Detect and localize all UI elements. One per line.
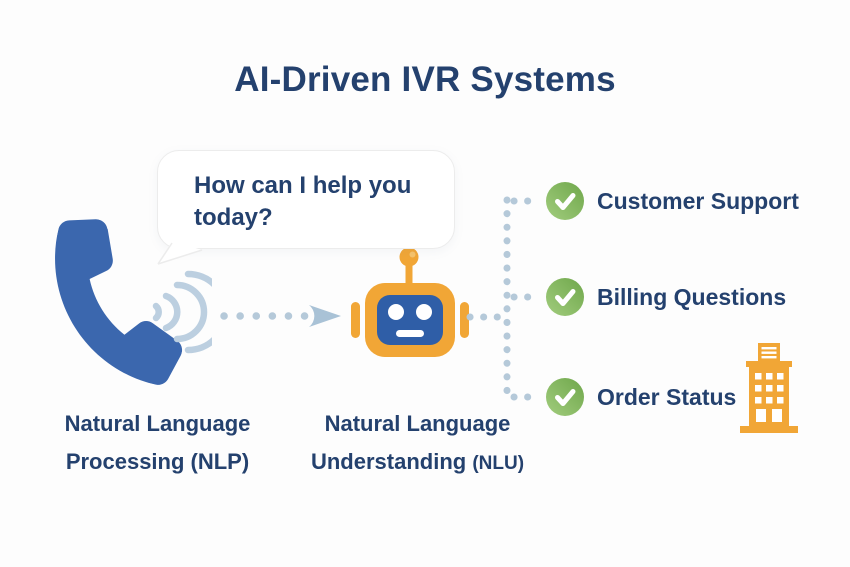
nlu-label: Natural Language Understanding (NLU) — [285, 405, 550, 483]
nlu-label-line1: Natural Language — [324, 411, 511, 436]
page-title: AI-Driven IVR Systems — [234, 60, 616, 99]
intent-label: Customer Support — [597, 187, 799, 214]
dotted-arrow-icon — [220, 305, 341, 327]
nlp-label: Natural Language Processing (NLP) — [25, 405, 290, 481]
connector-dotted-lines — [466, 196, 542, 401]
nlu-abbr: (NLU) — [472, 453, 525, 474]
nlu-label-line2: Understanding (NLU) — [310, 449, 525, 474]
intent-row: Customer Support — [546, 182, 799, 220]
speech-bubble: How can I help you today? — [157, 150, 455, 249]
office-building-icon — [740, 343, 798, 433]
intent-label: Order Status — [597, 383, 737, 410]
speech-bubble-tail — [157, 241, 203, 265]
nlp-label-line2: Processing (NLP) — [65, 449, 250, 474]
check-icon — [546, 378, 584, 416]
sound-waves-icon — [152, 270, 212, 354]
intent-label: Billing Questions — [597, 283, 787, 310]
robot-icon — [351, 247, 469, 357]
intent-row: Order Status — [546, 378, 736, 416]
check-icon — [546, 278, 584, 316]
nlp-label-line1: Natural Language — [64, 411, 251, 436]
intent-row: Billing Questions — [546, 278, 786, 316]
phone-handset-icon — [29, 211, 206, 388]
check-icon — [546, 182, 584, 220]
speech-bubble-text: How can I help you today? — [194, 172, 412, 231]
